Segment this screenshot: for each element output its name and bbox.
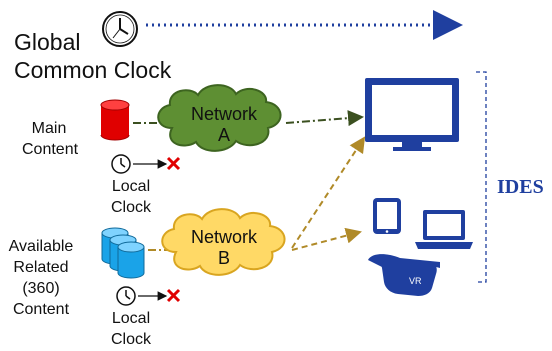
tablet-icon: [373, 198, 401, 234]
global-clock-label-line2: Common Clock: [14, 57, 172, 83]
local-clock-icon: [116, 286, 136, 306]
local-clock-label: Local Clock: [101, 308, 161, 350]
available-content-label-line2: Related: [13, 259, 69, 276]
ides-label: IDES: [497, 176, 544, 198]
local-clock-label-line1: Local: [111, 178, 151, 195]
network-b-label: Network B: [179, 227, 269, 269]
main-content-database-icon: [100, 99, 130, 141]
local-clock-label: Local Clock: [101, 176, 161, 218]
network-b-cloud: [161, 208, 286, 276]
local-clock-label-line1: Local: [111, 310, 151, 327]
laptop-icon: [415, 210, 473, 249]
available-content-label-line4: Content: [12, 301, 70, 318]
network-b-to-devices-arrow: [291, 227, 362, 251]
available-content-database-icon: [101, 227, 145, 279]
global-clock-icon: [102, 11, 138, 47]
ides-bracket: [476, 71, 487, 283]
vr-label: VR: [409, 276, 422, 286]
network-b-to-tv-arrow: [291, 136, 366, 249]
vr-headset-icon: VR: [368, 254, 440, 296]
global-clock-label-line1: Global: [14, 29, 81, 55]
available-content-label: Available Related (360) Content: [4, 236, 78, 320]
available-content-label-line3: (360): [22, 280, 60, 297]
global-clock-label: Global Common Clock: [14, 28, 171, 84]
network-a-cloud: [157, 84, 282, 152]
available-content-label-line1: Available: [8, 238, 74, 255]
main-content-label: Main Content: [22, 118, 79, 160]
main-content-label-line2: Content: [22, 141, 79, 158]
cross-icon: [166, 156, 181, 171]
network-a-to-tv-arrow: [285, 110, 364, 127]
network-b-label-line1: Network: [190, 227, 257, 247]
network-a-label-line2: A: [217, 125, 230, 145]
network-a-label: Network A: [179, 104, 269, 146]
tv-icon: [365, 78, 459, 151]
main-content-label-line1: Main: [31, 120, 67, 137]
local-clock-label-line2: Clock: [110, 331, 151, 348]
local-clock-label-line2: Clock: [110, 199, 151, 216]
network-b-label-line2: B: [217, 248, 230, 268]
network-a-label-line1: Network: [190, 104, 257, 124]
local-clock-icon: [111, 154, 131, 174]
cross-icon: [166, 288, 181, 303]
